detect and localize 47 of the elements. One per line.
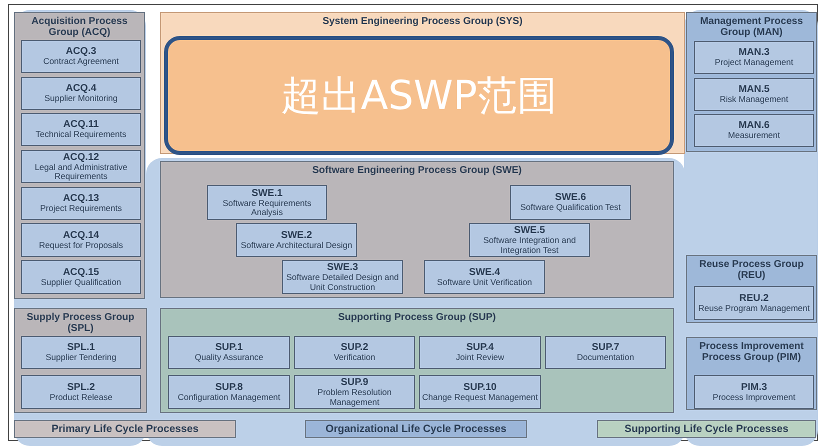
process-box: ACQ.13 Project Requirements xyxy=(21,187,141,220)
process-group-panel xyxy=(160,12,685,154)
process-box: SUP.7 Documentation xyxy=(545,336,666,369)
process-group-panel xyxy=(14,12,145,299)
group-heading: Acquisition Process Group (ACQ) xyxy=(30,15,129,38)
group-heading: Process Improvement Process Group (PIM) xyxy=(698,340,805,363)
process-box: SWE.4 Software Unit Verification xyxy=(424,260,545,294)
process-box: SPL.2 Product Release xyxy=(21,375,141,409)
scope-box: 超出ASWP范围 xyxy=(164,36,674,155)
category-bar: Supporting Life Cycle Processes xyxy=(597,420,816,438)
group-heading: Software Engineering Process Group (SWE) xyxy=(311,164,523,176)
process-box: ACQ.4 Supplier Monitoring xyxy=(21,77,141,110)
process-box: SPL.1 Supplier Tendering xyxy=(21,336,141,369)
group-heading: Management Process Group (MAN) xyxy=(699,15,804,38)
process-box: ACQ.15 Supplier Qualification xyxy=(21,260,141,294)
process-box: SUP.8 Configuration Management xyxy=(168,375,290,409)
group-heading: System Engineering Process Group (SYS) xyxy=(321,15,524,27)
category-bar: Organizational Life Cycle Processes xyxy=(305,420,527,438)
process-group-panel xyxy=(686,337,817,410)
process-box: ACQ.11 Technical Requirements xyxy=(21,113,141,146)
process-box: ACQ.14 Request for Proposals xyxy=(21,223,141,257)
process-box: SUP.4 Joint Review xyxy=(419,336,541,369)
process-box: ACQ.3 Contract Agreement xyxy=(21,40,141,73)
process-box: PIM.3 Process Improvement xyxy=(694,375,814,409)
process-box: SWE.1 Software Requirements Analysis xyxy=(207,185,327,220)
group-heading: Reuse Process Group (REU) xyxy=(698,258,805,281)
process-box: SUP.10 Change Request Management xyxy=(419,375,541,409)
process-box: REU.2 Reuse Program Management xyxy=(694,286,814,320)
process-box: SWE.3 Software Detailed Design and Unit Construction xyxy=(282,260,403,294)
process-group-panel xyxy=(686,255,817,323)
process-box: ACQ.12 Legal and Administrative Requirements xyxy=(21,150,141,183)
group-heading: Supply Process Group (SPL) xyxy=(26,311,136,334)
process-box: MAN.5 Risk Management xyxy=(694,78,814,111)
process-box: SUP.2 Verification xyxy=(294,336,415,369)
process-group-panel xyxy=(14,308,147,413)
process-box: SUP.9 Problem Resolution Management xyxy=(294,375,415,409)
category-bar: Primary Life Cycle Processes xyxy=(14,420,236,438)
process-box: MAN.6 Measurement xyxy=(694,114,814,147)
process-box: SWE.6 Software Qualification Test xyxy=(510,185,631,220)
process-group-panel xyxy=(160,161,674,298)
process-box: MAN.3 Project Management xyxy=(694,41,814,74)
process-group-panel xyxy=(686,12,817,152)
process-box: SUP.1 Quality Assurance xyxy=(168,336,290,369)
process-box: SWE.2 Software Architectural Design xyxy=(236,223,357,257)
group-heading: Supporting Process Group (SUP) xyxy=(337,311,497,323)
process-group-panel xyxy=(160,308,674,413)
process-box: SWE.5 Software Integration and Integration Test xyxy=(469,223,590,257)
